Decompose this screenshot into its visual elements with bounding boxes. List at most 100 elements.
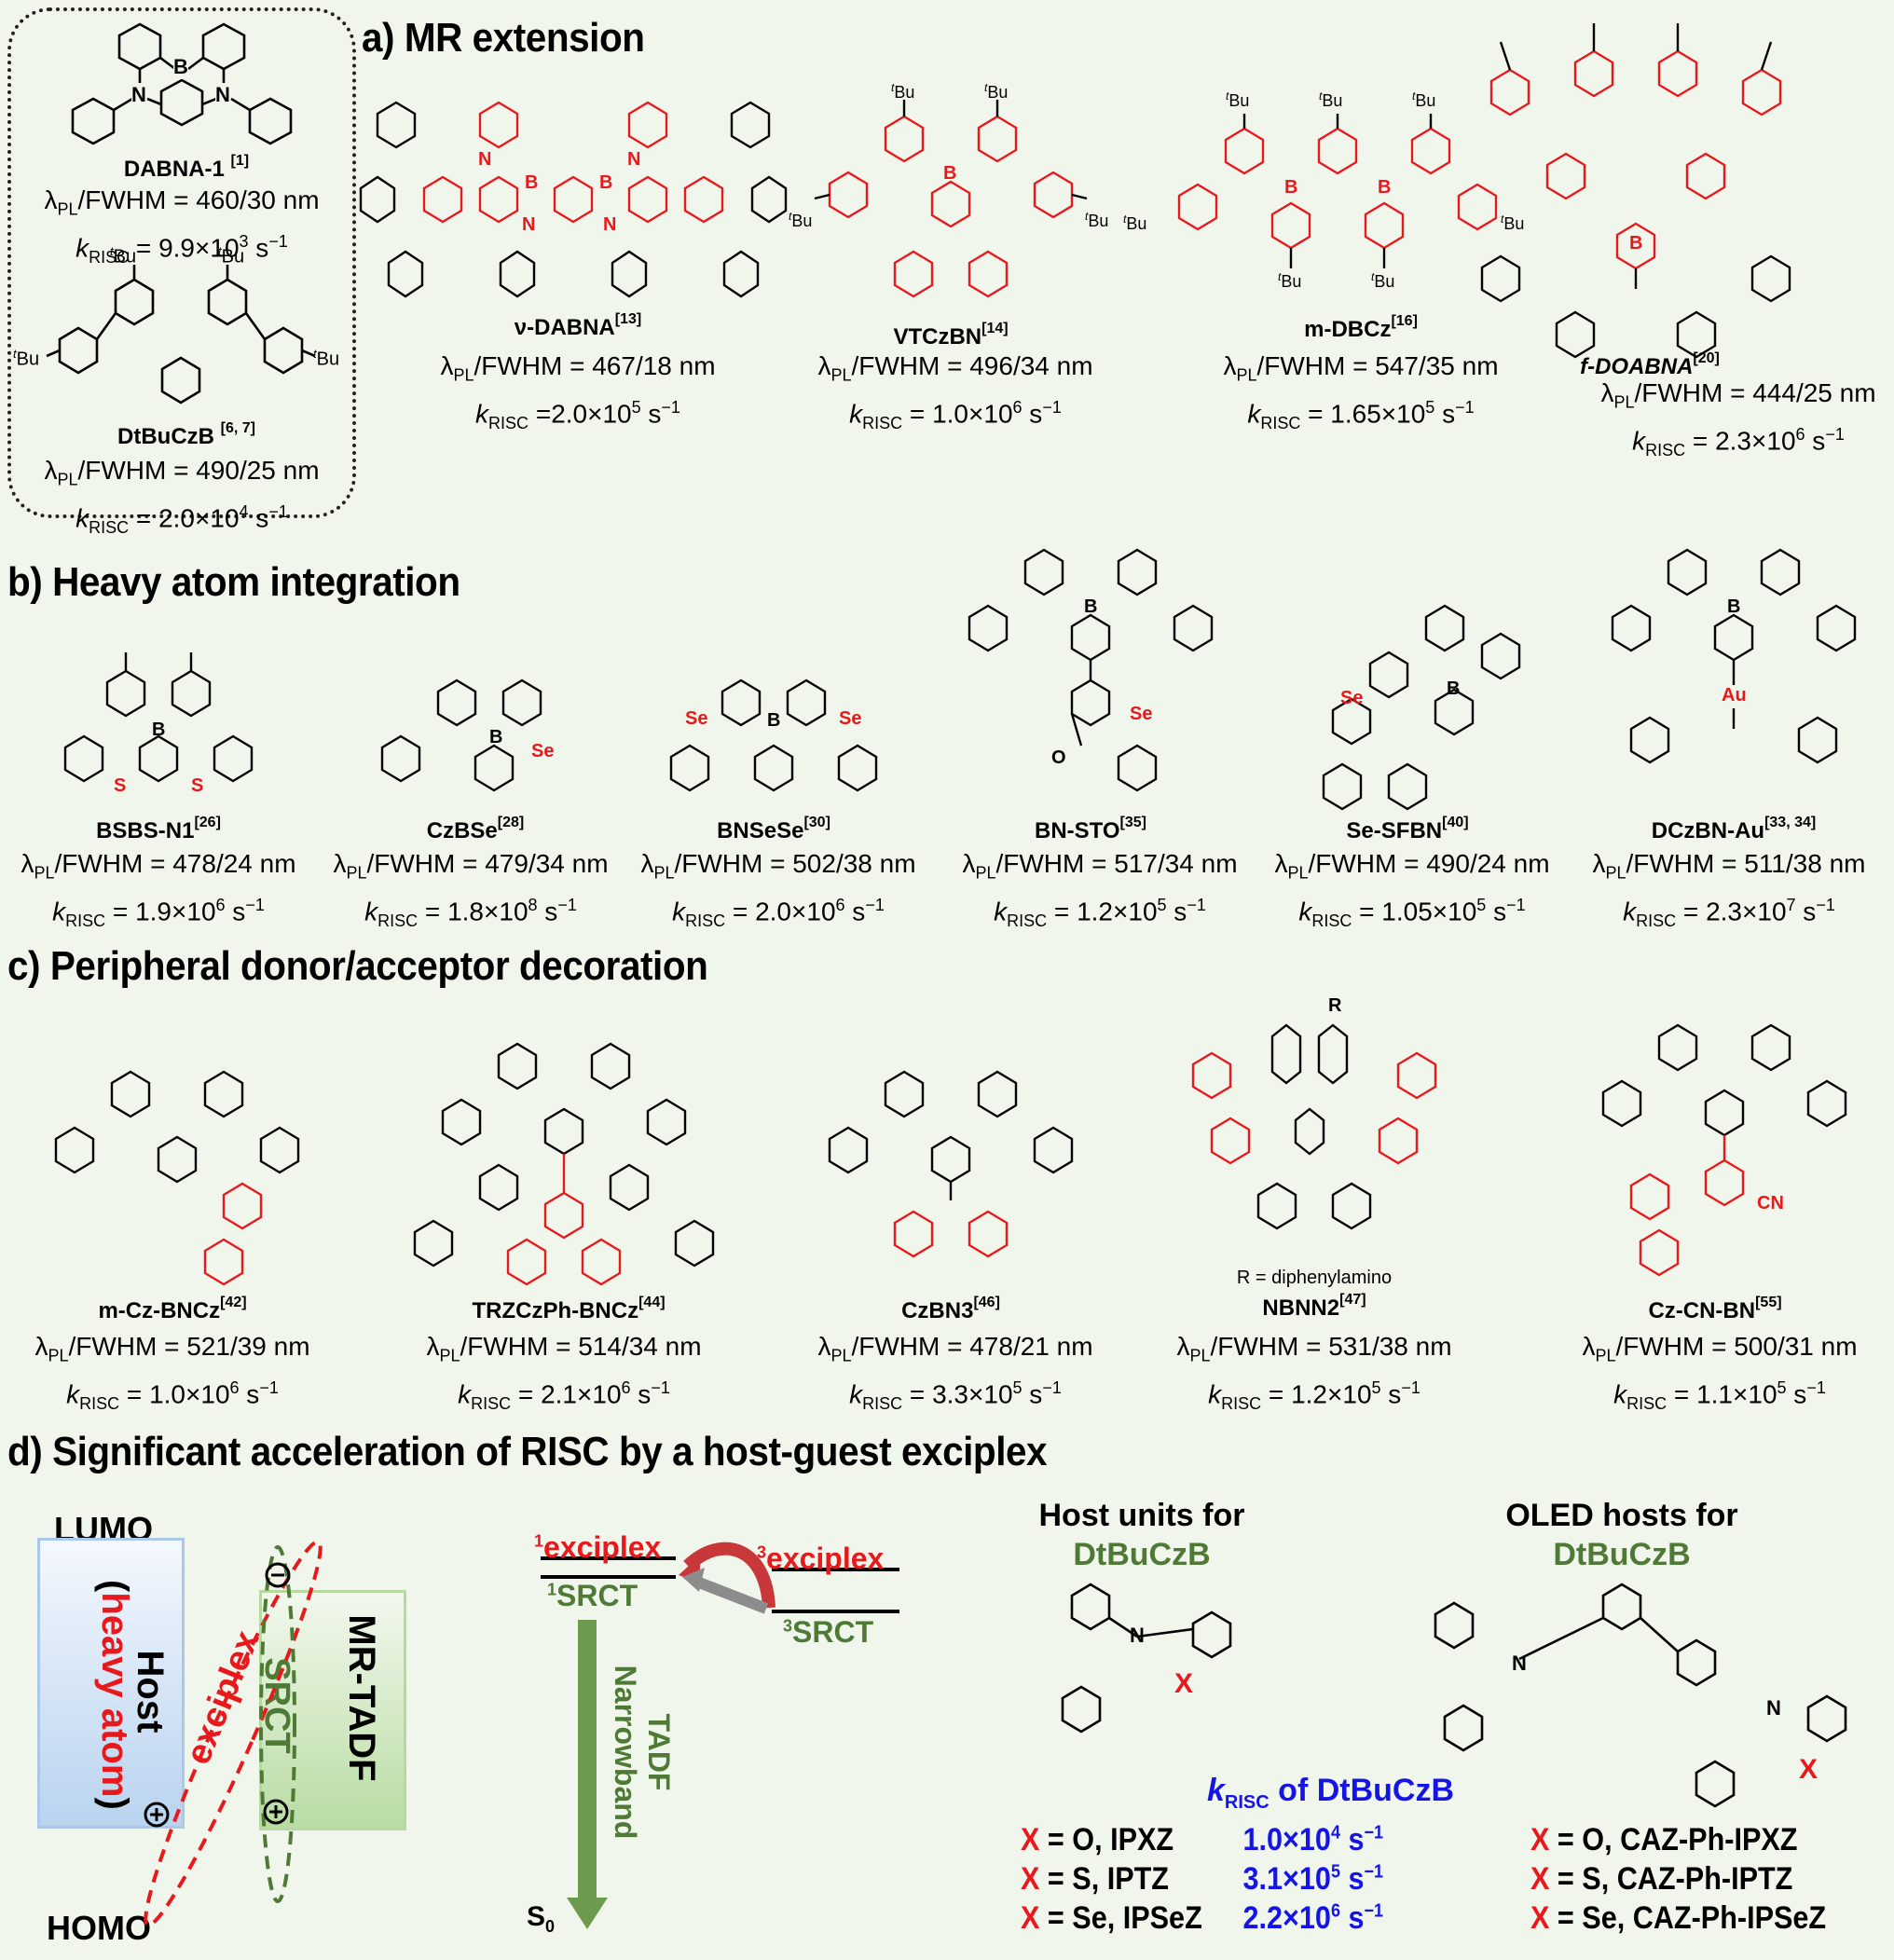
- tbu-label: tBu: [891, 81, 915, 102]
- structure-m-cz-bncz: [19, 1035, 317, 1295]
- structure-trzczph-bncz: [396, 1007, 732, 1286]
- tbu-label: tBu: [789, 210, 813, 230]
- compound-name-bsbs-n1: BSBS-N1[26]: [96, 815, 221, 843]
- triplet-exciplex-label: 3exciplex: [757, 1542, 885, 1575]
- compound-properties-bsbs-n1: λPL/FWHM = 478/24 nm kRISC = 1.9×106 s−1: [21, 849, 296, 930]
- compound-properties-vtczbn: λPL/FWHM = 496/34 nm kRISC = 1.0×106 s−1: [817, 351, 1093, 432]
- compound-name-m-cz-bncz: m-Cz-BNCz[42]: [98, 1295, 247, 1323]
- host-unit-row: X = O, IPXZ 1.0×104 s−1: [1021, 1822, 1384, 1857]
- boron-atom-label: B: [173, 55, 188, 79]
- emission-label: TADF Narrowband: [609, 1665, 676, 1840]
- compound-name-bn-sto: BN-STO[35]: [1034, 815, 1146, 843]
- singlet-exciplex-label: 1exciplex: [534, 1530, 662, 1564]
- boron-atom-label: B: [1084, 596, 1098, 617]
- x-substituent-label: X: [1799, 1754, 1819, 1785]
- srct-ellipse: [259, 1545, 296, 1903]
- tbu-label: tBu: [1501, 212, 1525, 233]
- structure-bn-sto: Se O B: [932, 522, 1249, 820]
- compound-properties-bn-sto: λPL/FWHM = 517/34 nm kRISC = 1.2×105 s−1: [962, 849, 1238, 930]
- host-box: [37, 1538, 185, 1829]
- exciplex-ellipses: [144, 1540, 323, 1927]
- nitrogen-atom-label: N: [1130, 1624, 1145, 1647]
- boron-atom-label: B: [1378, 177, 1392, 198]
- homo-label: HOMO: [47, 1909, 151, 1947]
- compound-properties-dtbuczb: λPL/FWHM = 490/25 nm kRISC = 2.0×104 s−1: [44, 456, 320, 537]
- boron-atom-label: B: [1447, 678, 1461, 699]
- nitrogen-atom-label: N: [522, 214, 536, 235]
- plus-charge-icon: [144, 1802, 170, 1828]
- emission-arrow: [578, 1620, 597, 1899]
- reference-compounds-box: [7, 7, 356, 518]
- selenium-atom-label: Se: [685, 708, 708, 729]
- compound-properties-f-doabna: λPL/FWHM = 444/25 nm kRISC = 2.3×106 s−1: [1600, 378, 1876, 459]
- oled-hosts-title: OLED hosts for DtBuCzB: [1505, 1498, 1738, 1572]
- nitrogen-atom-label: N: [1766, 1696, 1781, 1720]
- tbu-label: tBu: [1319, 89, 1343, 110]
- structure-bnsese: Se Se B: [652, 652, 895, 811]
- boron-atom-label: B: [152, 720, 166, 740]
- krisc-header: kRISC of DtBuCzB: [1207, 1773, 1455, 1813]
- compound-name-se-sfbn: Se-SFBN[40]: [1346, 815, 1469, 843]
- tbu-label: tBu: [218, 244, 245, 267]
- host-unit-row: X = Se, IPSeZ 2.2×106 s−1: [1021, 1900, 1384, 1936]
- triplet-srct-label: 3SRCT: [783, 1615, 874, 1649]
- compound-name-czbn3: CzBN3[46]: [901, 1295, 1000, 1323]
- section-title-heavy-atom-integration: b) Heavy atom integration: [7, 559, 460, 605]
- mr-tadf-box: [259, 1590, 406, 1830]
- structure-czbn3: [802, 1035, 1100, 1295]
- selenium-atom-label: Se: [1130, 704, 1153, 724]
- structure-host-unit: N X: [1035, 1575, 1277, 1789]
- sulfur-atom-label: S: [191, 775, 204, 796]
- plus-charge-icon: [263, 1799, 289, 1825]
- boron-atom-label: B: [943, 163, 957, 184]
- tbu-label: tBu: [1278, 270, 1302, 291]
- compound-properties-czbse: λPL/FWHM = 479/34 nm kRISC = 1.8×108 s−1: [333, 849, 609, 930]
- exciplex-ellipse: [144, 1540, 323, 1927]
- structure-cz-cn-bn: CN: [1566, 988, 1883, 1286]
- mr-tadf-label: MR-TADF: [341, 1614, 382, 1782]
- sulfur-atom-label: S: [114, 775, 127, 796]
- ground-state-label: S0: [527, 1901, 556, 1936]
- boron-atom-label: B: [525, 172, 539, 193]
- singlet-srct-label: 1SRCT: [547, 1579, 638, 1612]
- compound-name-dabna-1: DABNA-1 [1]: [123, 153, 250, 182]
- compound-name-m-dbcz: m-DBCz[16]: [1304, 313, 1418, 342]
- structure-dabna-1: B N N: [51, 13, 312, 153]
- selenium-atom-label: Se: [1340, 688, 1364, 708]
- boron-atom-label: B: [1284, 177, 1298, 198]
- tbu-label: tBu: [1371, 270, 1395, 291]
- r-group-label: R: [1328, 995, 1342, 1016]
- compound-properties-m-cz-bncz: λPL/FWHM = 521/39 nm kRISC = 1.0×106 s−1: [34, 1332, 310, 1413]
- tbu-label: tBu: [984, 81, 1009, 102]
- host-unit-row: X = S, IPTZ 3.1×105 s−1: [1021, 1861, 1384, 1897]
- boron-atom-label: B: [767, 710, 781, 731]
- selenium-atom-label: Se: [839, 708, 862, 729]
- structure-nu-dabna: N N B B N N: [359, 84, 788, 308]
- compound-name-nu-dabna: ν-DABNA[13]: [514, 311, 642, 340]
- compound-name-dtbuczb: DtBuCzB [6, 7]: [117, 420, 255, 449]
- tbu-label: tBu: [313, 347, 340, 370]
- compound-name-bnsese: BNSeSe[30]: [717, 815, 830, 843]
- nitrogen-atom-label: N: [131, 83, 146, 107]
- boron-atom-label: B: [489, 727, 503, 747]
- compound-name-cz-cn-bn: Cz-CN-BN[55]: [1648, 1295, 1782, 1323]
- section-title-host-guest-exciplex: d) Significant acceleration of RISC by a…: [7, 1429, 1048, 1474]
- structure-oled-host: N N X: [1417, 1566, 1883, 1845]
- minus-charge-icon: [265, 1562, 291, 1588]
- compound-properties-nu-dabna: λPL/FWHM = 467/18 nm kRISC =2.0×105 s−1: [440, 351, 716, 432]
- structure-f-doabna: B: [1435, 14, 1883, 359]
- compound-properties-m-dbcz: λPL/FWHM = 547/35 nm kRISC = 1.65×105 s−…: [1223, 351, 1499, 432]
- boron-atom-label: B: [1629, 233, 1643, 254]
- compound-properties-dabna-1: λPL/FWHM = 460/30 nm kRISC = 9.9×103 s−1: [44, 185, 320, 267]
- compound-properties-czbn3: λPL/FWHM = 478/21 nm kRISC = 3.3×105 s−1: [817, 1332, 1093, 1413]
- compound-name-vtczbn: VTCzBN[14]: [893, 321, 1009, 350]
- compound-name-f-doabna: f-DOABNA[20]: [1580, 350, 1720, 379]
- tbu-label: tBu: [1085, 210, 1109, 230]
- oled-host-row: X = Se, CAZ-Ph-IPSeZ: [1530, 1900, 1827, 1936]
- compound-properties-trzczph-bncz: λPL/FWHM = 514/34 nm kRISC = 2.1×106 s−1: [426, 1332, 702, 1413]
- nitrogen-atom-label: N: [627, 149, 641, 170]
- structure-se-sfbn: Se B: [1286, 569, 1566, 820]
- compound-properties-dczbn-au: λPL/FWHM = 511/38 nm kRISC = 2.3×107 s−1: [1592, 849, 1866, 930]
- oled-host-row: X = O, CAZ-Ph-IPXZ: [1530, 1822, 1798, 1857]
- compound-name-trzczph-bncz: TRZCzPh-BNCz[44]: [472, 1295, 666, 1323]
